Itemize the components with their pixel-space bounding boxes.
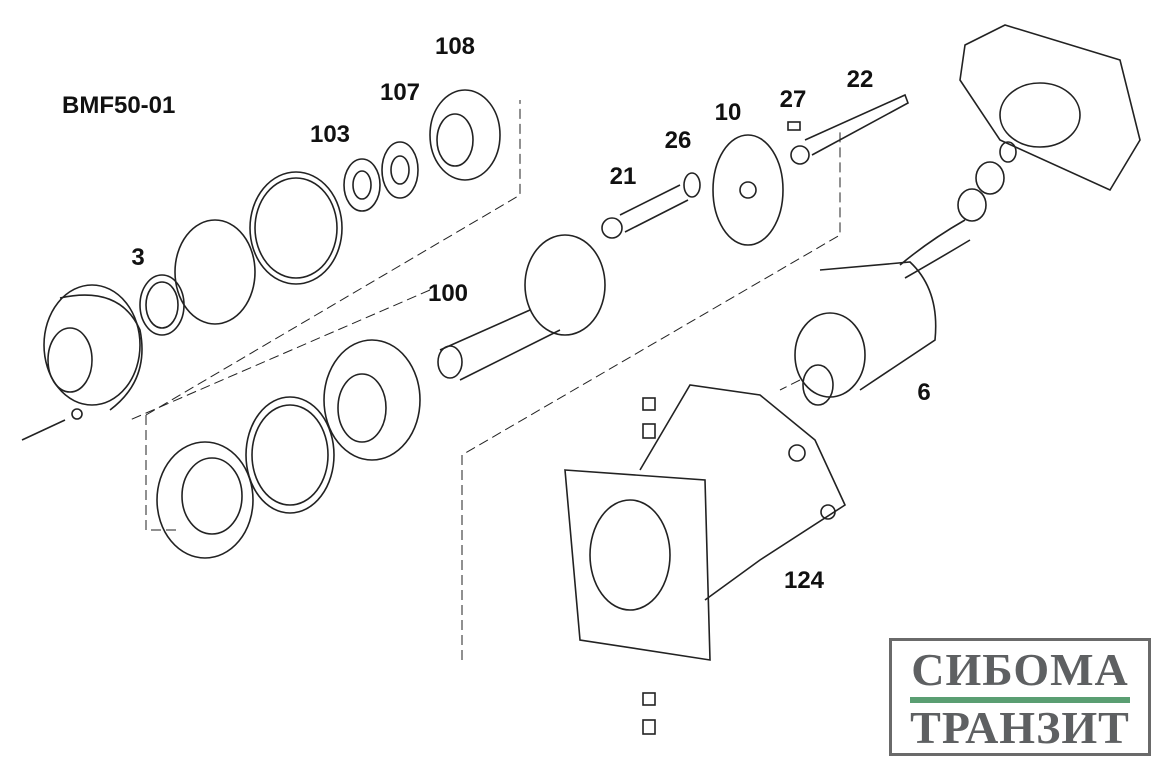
drive-shaft-part (437, 234, 606, 381)
motor-housing-part (564, 384, 847, 661)
part-label-10: 10 (714, 99, 742, 126)
logo-line-2: ТРАНЗИТ (910, 702, 1130, 753)
model-title: BMF50-01 (62, 92, 176, 119)
part-label-124: 124 (783, 567, 825, 594)
logo-divider-bar (910, 697, 1130, 703)
part-label-21: 21 (609, 163, 637, 190)
end-cover-part (43, 284, 143, 411)
part-label-26: 26 (664, 127, 692, 154)
cylinder-block-part (794, 261, 937, 406)
logo-line-1: СИБОМА (911, 644, 1129, 695)
part-label-3: 3 (131, 244, 145, 271)
company-logo: СИБОМА ТРАНЗИТ (889, 638, 1151, 756)
part-label-107: 107 (379, 79, 421, 106)
part-label-100: 100 (427, 280, 469, 307)
part-label-108: 108 (434, 33, 476, 60)
bolt-part (21, 408, 83, 441)
assembly-axis-lines (129, 100, 841, 660)
part-label-22: 22 (846, 66, 874, 93)
part-label-27: 27 (779, 86, 807, 113)
part-label-6: 6 (917, 379, 931, 406)
part-label-103: 103 (309, 121, 351, 148)
